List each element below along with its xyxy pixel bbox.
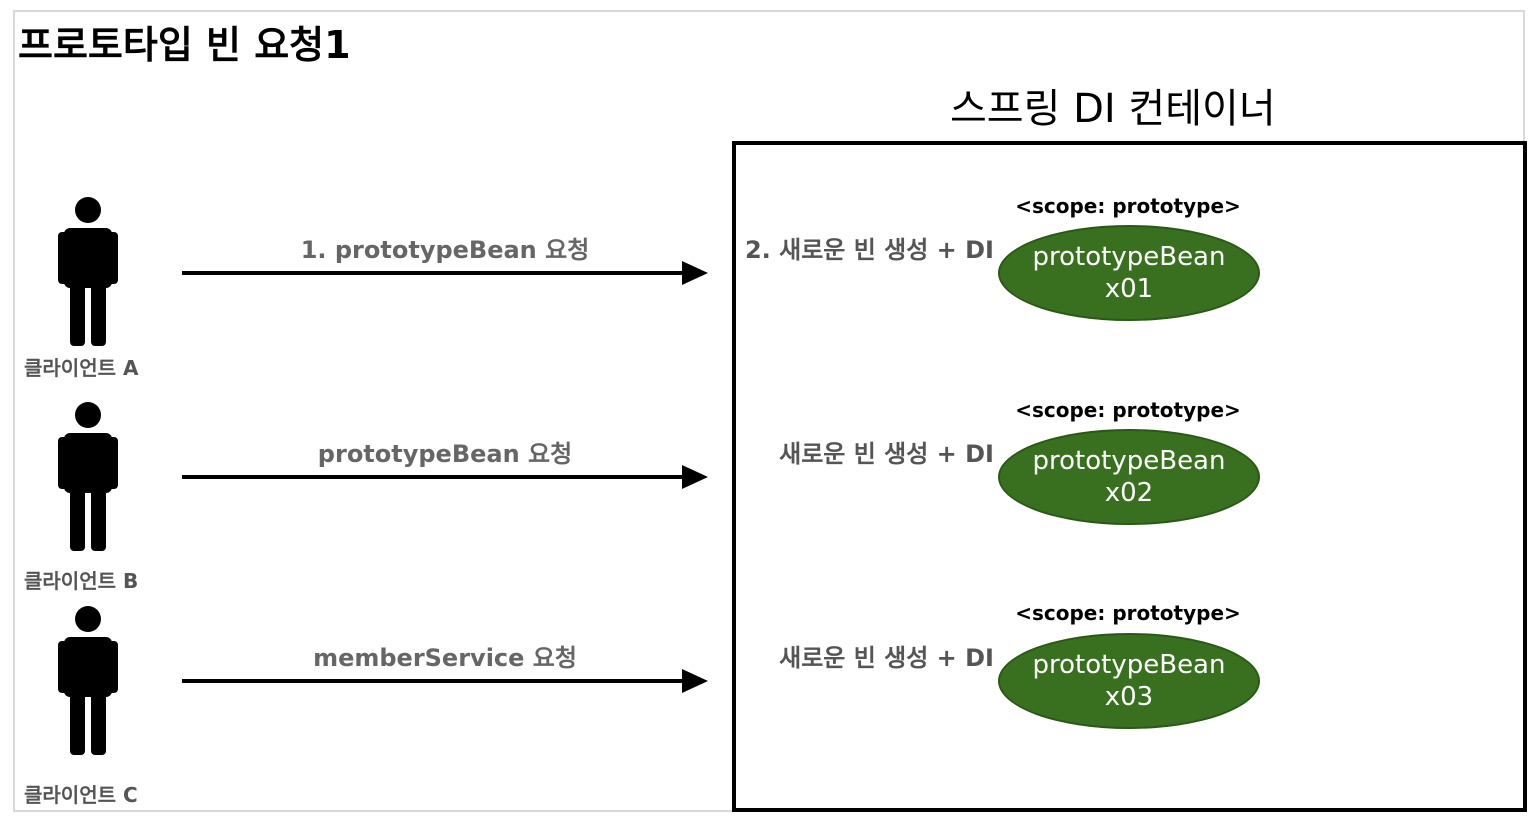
bean-1-id: x01 (1104, 274, 1154, 304)
bean-3-id: x03 (1104, 682, 1154, 712)
client-b-person-icon (58, 402, 118, 551)
request-arrow-2 (182, 465, 708, 489)
bean-2-name: prototypeBean (1032, 446, 1226, 476)
client-a-label: 클라이언트 A (24, 356, 139, 380)
bean-3-name: prototypeBean (1032, 650, 1226, 680)
bean-3-scope: <scope: prototype> (1015, 601, 1241, 625)
bean-1-scope: <scope: prototype> (1015, 194, 1241, 218)
prototype-bean-x03: prototypeBean x03 (998, 633, 1260, 729)
client-c-label: 클라이언트 C (24, 783, 138, 807)
request-label-2: prototypeBean 요청 (317, 440, 573, 468)
bean-1-name: prototypeBean (1032, 242, 1226, 272)
prototype-bean-x01: prototypeBean x01 (998, 225, 1260, 321)
prototype-bean-x02: prototypeBean x02 (998, 429, 1260, 525)
bean-2-id: x02 (1104, 478, 1154, 508)
request-label-3: memberService 요청 (313, 644, 577, 672)
client-b-label: 클라이언트 B (24, 569, 139, 593)
bean-2-scope: <scope: prototype> (1015, 398, 1241, 422)
create-label-1: 2. 새로운 빈 생성 + DI (744, 236, 994, 264)
create-label-3: 새로운 빈 생성 + DI (779, 644, 994, 672)
client-a-person-icon (58, 197, 118, 346)
client-c-person-icon (58, 606, 118, 755)
request-arrow-1 (182, 261, 708, 285)
di-container-box (732, 141, 1527, 812)
container-title: 스프링 DI 컨테이너 (950, 86, 1276, 132)
page-title: 프로토타입 빈 요청1 (18, 23, 351, 67)
request-arrow-3 (182, 669, 708, 693)
create-label-2: 새로운 빈 생성 + DI (779, 440, 994, 468)
request-label-1: 1. prototypeBean 요청 (300, 236, 590, 264)
